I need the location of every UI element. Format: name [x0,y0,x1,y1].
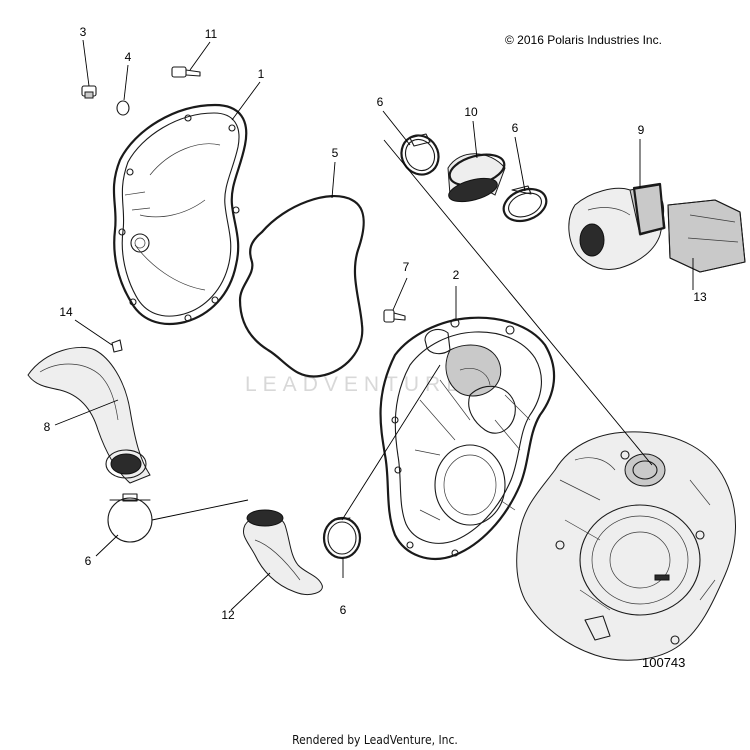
callout-10: 10 [464,105,478,119]
transmission-housing [516,431,736,661]
leader-lines [54,39,694,611]
part-clamp-left [107,493,153,543]
callout-6-top-right: 6 [512,121,519,135]
part-clip-14 [111,339,123,353]
diagram-id: 100743 [642,655,686,670]
part-intake-scoop [667,199,746,273]
callout-8: 8 [44,420,51,434]
callout-14: 14 [59,305,73,319]
callout-2: 2 [453,268,460,282]
part-bolt-11 [171,66,201,78]
callout-numbers: 3 4 11 1 5 6 10 6 9 13 7 2 14 8 6 12 6 [44,25,707,622]
part-bolt-7 [383,309,406,323]
watermark-text: LEADVENTURE [245,373,467,396]
callout-6-top-left: 6 [377,95,384,109]
callout-4: 4 [125,50,132,64]
part-clamp-upper-right [502,185,548,223]
callout-5: 5 [332,146,339,160]
render-credit: Rendered by LeadVenture, Inc. [292,733,458,747]
part-inner-clutch-cover [379,316,556,560]
part-intake-boot [568,182,666,270]
callout-3: 3 [80,25,87,39]
callout-1: 1 [258,67,265,81]
callout-6-left: 6 [85,554,92,568]
part-o-ring-4 [116,100,130,116]
callout-7: 7 [403,260,410,274]
part-clamp-lower [322,516,362,560]
part-coupler-10 [447,153,506,203]
part-outer-clutch-cover [112,103,248,326]
part-cover-gasket [238,195,365,378]
copyright-text: © 2016 Polaris Industries Inc. [505,33,662,47]
part-clamp-upper-left [400,133,440,176]
callout-9: 9 [638,123,645,137]
part-elbow-duct [242,509,323,595]
callout-11: 11 [205,27,218,41]
part-intake-duct [27,347,151,484]
part-plug-3 [81,85,97,99]
callout-6-bottom: 6 [340,603,347,617]
callout-13: 13 [693,290,707,304]
callout-12: 12 [221,608,235,622]
